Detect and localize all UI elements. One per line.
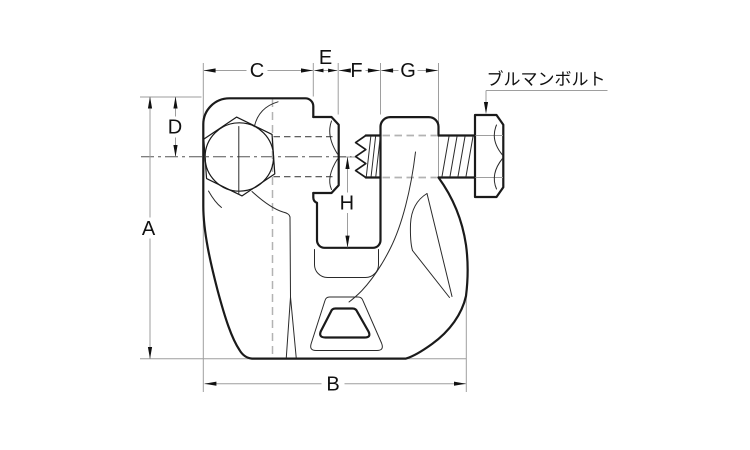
bullman-bolt: [354, 113, 505, 199]
arrow-left-icon: [381, 68, 394, 73]
dimension-e-label: E: [319, 47, 332, 69]
arrow-right-icon: [425, 68, 438, 73]
arrow-left-icon: [314, 68, 324, 73]
clamp-slot-outline: [312, 116, 440, 249]
bolt-shaft-left: [364, 134, 382, 179]
arm-sweep-contour: [348, 151, 416, 303]
clamp-body-outline: [202, 97, 469, 360]
arrow-left-icon: [204, 381, 217, 386]
dimension-c-label: C: [250, 60, 264, 82]
dimension-h: H: [340, 157, 354, 248]
arm-rib-line-lower: [412, 250, 450, 298]
arm-wedge-contour: [409, 193, 428, 251]
dimension-a-label: A: [142, 218, 156, 240]
bolt-shaft-right: [437, 134, 477, 179]
callout-leader-line: [485, 90, 608, 104]
arrow-down-icon: [173, 145, 178, 157]
arm-rib-line-upper: [426, 193, 453, 297]
bolt-head-facet-arc-upper: [493, 124, 503, 156]
serrated-tip: [354, 134, 367, 179]
dimension-e: E: [314, 47, 338, 73]
fixed-nut-outline: [312, 115, 340, 195]
window-outer-contour: [310, 296, 383, 351]
arrow-right-icon: [367, 68, 380, 73]
arrow-up-icon: [345, 157, 350, 169]
dimension-g: G: [381, 60, 438, 82]
top-fillet-arc: [253, 101, 279, 128]
dimension-a: A: [142, 96, 156, 359]
arrow-up-icon: [147, 96, 153, 109]
callout-label: ブルマンボルト: [487, 69, 606, 89]
web-rib-line: [289, 216, 291, 298]
callout-bullman-bolt: ブルマンボルト: [483, 69, 608, 114]
dimension-f-label: F: [350, 60, 362, 82]
arrow-left-icon: [338, 68, 351, 73]
fixed-nut-facet-arc-upper: [329, 120, 338, 155]
arrow-down-icon: [345, 235, 350, 248]
window-opening: [319, 307, 371, 339]
dimension-c: C: [203, 60, 313, 82]
arrow-right-icon: [454, 381, 466, 386]
clamp-body: [202, 97, 469, 360]
thread-hatch-right: [441, 136, 474, 177]
slot-fillet-contour: [313, 249, 380, 278]
extension-lines: [140, 63, 467, 392]
arrow-up-icon: [173, 96, 178, 109]
cast-detail-lines: [208, 101, 453, 358]
fixed-nut-facet-arc-lower: [329, 158, 338, 190]
web-rib-foot-left: [285, 296, 291, 358]
arrow-right-icon: [328, 68, 338, 73]
dimension-b-label: B: [326, 374, 339, 396]
dimension-f: F: [338, 60, 380, 82]
dimension-d-label: D: [168, 117, 182, 139]
web-rib-foot-right: [290, 296, 297, 358]
boss-fillet-right: [251, 191, 291, 218]
arrow-left-icon: [203, 68, 216, 73]
boss-fillet-left: [208, 190, 222, 208]
dimension-h-label: H: [340, 193, 354, 215]
thread-hatch-left: [365, 136, 381, 177]
bolt-head-facet-arc-lower: [493, 158, 503, 190]
arrow-down-icon: [147, 347, 153, 359]
dimension-d: D: [168, 96, 182, 157]
arrow-right-icon: [301, 68, 313, 73]
hex-boss: [203, 116, 276, 197]
bolt-head-outline: [473, 113, 505, 199]
arrow-down-icon: [483, 102, 489, 114]
dimension-b: B: [204, 374, 466, 396]
dimension-g-label: G: [400, 60, 416, 82]
